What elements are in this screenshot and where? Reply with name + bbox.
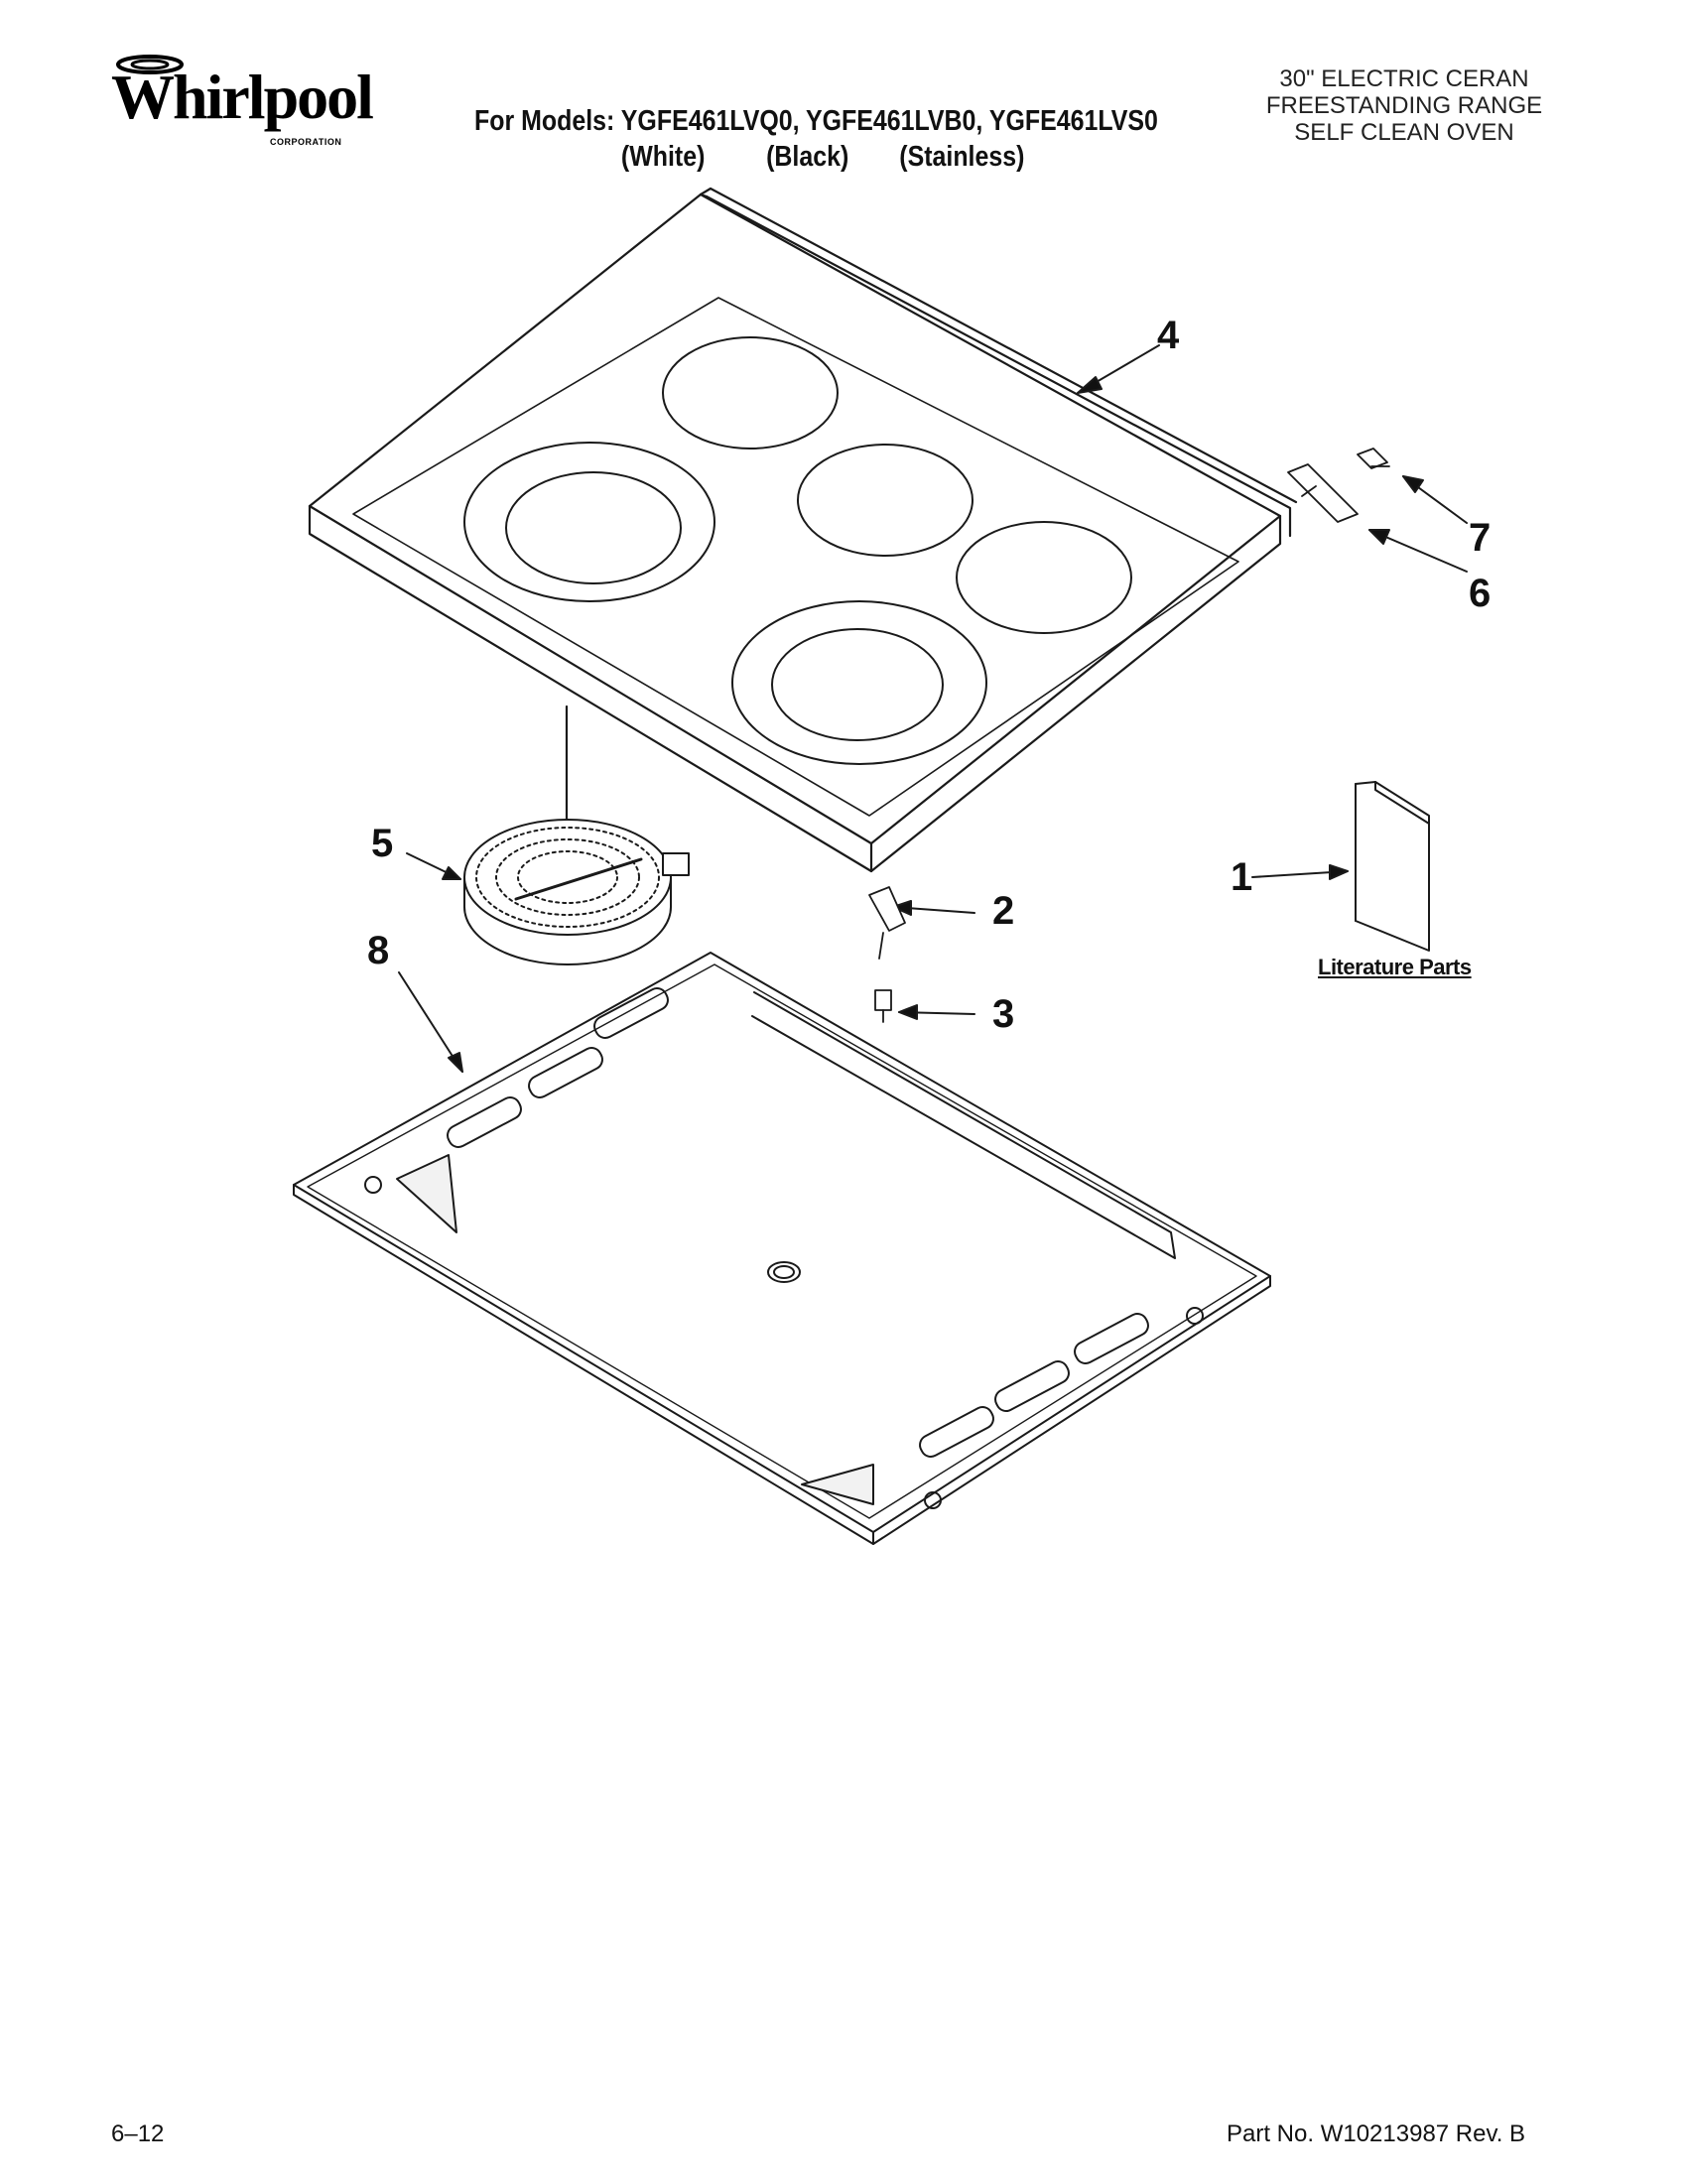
callout-4: 4 [1157, 314, 1180, 357]
leader-arrows [398, 344, 1468, 1073]
logo-wordmark: Whirlpool [111, 62, 374, 132]
color-black: (Black) [766, 141, 849, 173]
color-stainless: (Stainless) [899, 141, 1025, 173]
callout-1: 1 [1231, 855, 1253, 899]
burner-clip-screw-part [868, 886, 906, 1023]
logo-corporation: CORPORATION [270, 137, 342, 147]
rear-bracket-screw-part [1287, 448, 1390, 523]
burner-box-part [293, 952, 1271, 1545]
callout-7: 7 [1469, 516, 1492, 560]
models-heading: For Models: YGFE461LVQ0, YGFE461LVB0, YG… [474, 103, 1158, 175]
title-line-2: FREESTANDING RANGE [1265, 92, 1543, 119]
literature-parts-label: Literature Parts [1318, 955, 1472, 979]
radiant-element-part [463, 819, 690, 965]
literature-booklet-part [1355, 781, 1430, 952]
logo-swirl-icon [116, 55, 184, 74]
callout-2: 2 [992, 889, 1015, 933]
model-colors: (White) (Black) (Stainless) [474, 139, 1123, 175]
product-title: 30" ELECTRIC CERAN FREESTANDING RANGE SE… [1240, 65, 1568, 146]
title-line-1: 30" ELECTRIC CERAN [1279, 65, 1529, 92]
whirlpool-logo: Whirlpool CORPORATION [111, 54, 374, 153]
color-white: (White) [620, 141, 706, 173]
footer-part-number: Part No. W10213987 Rev. B [1227, 2120, 1526, 2147]
footer-date: 6–12 [111, 2120, 165, 2147]
callout-6: 6 [1469, 572, 1492, 615]
cooktop-glass-part [308, 187, 1298, 873]
title-line-3: SELF CLEAN OVEN [1294, 119, 1514, 146]
models-line: For Models: YGFE461LVQ0, YGFE461LVB0, YG… [474, 105, 1158, 137]
callout-8: 8 [367, 929, 390, 972]
callout-5: 5 [371, 822, 394, 865]
callout-3: 3 [992, 992, 1015, 1036]
